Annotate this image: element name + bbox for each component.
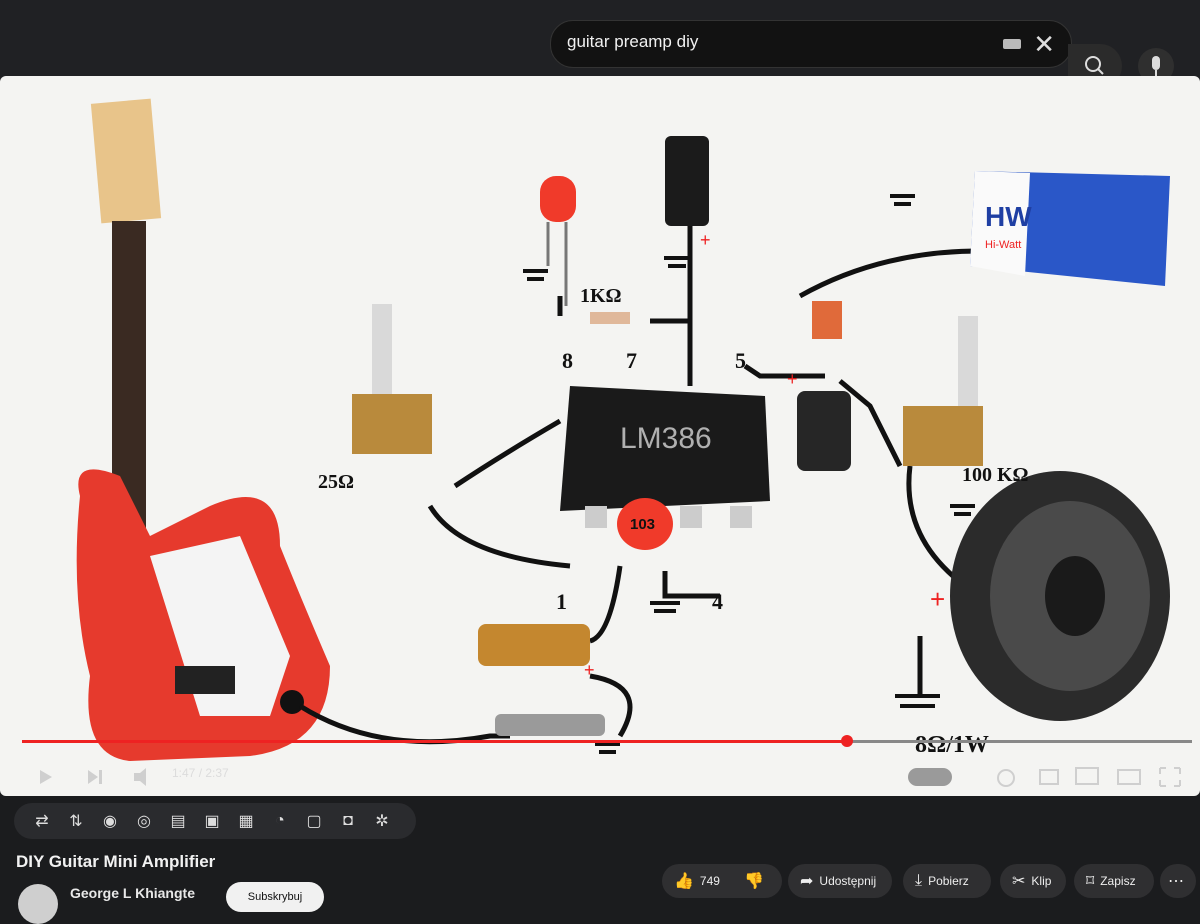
speaker: + xyxy=(930,471,1170,721)
miniplayer-icon[interactable] xyxy=(1039,769,1059,785)
next-icon[interactable] xyxy=(88,770,102,784)
search-icon xyxy=(1085,56,1104,75)
resistor xyxy=(590,312,630,324)
extension-toolbar: ⇄ ⇅ ◉ ◎ ▤ ▣ ▦ ◔ ▢ ◘ ✲ xyxy=(14,803,416,839)
led xyxy=(540,176,576,306)
capacitor-bottom: + xyxy=(478,624,595,680)
toggle-switch xyxy=(812,301,842,339)
svg-text:8: 8 xyxy=(562,348,573,373)
gear-icon[interactable]: ✲ xyxy=(375,813,389,830)
scrubber-handle[interactable] xyxy=(841,735,853,747)
fullscreen-icon[interactable] xyxy=(1159,767,1181,787)
share-icon: ➦ xyxy=(800,873,814,890)
capacitor-top: + xyxy=(665,136,711,250)
more-icon: ⋯ xyxy=(1168,873,1184,890)
lm386-chip: LM386 xyxy=(560,386,770,528)
speaker-box-icon[interactable]: ▢ xyxy=(306,813,322,830)
channel-name[interactable]: George L Khiangte xyxy=(70,885,195,901)
player-controls xyxy=(0,744,1200,796)
video-title: DIY Guitar Mini Amplifier xyxy=(16,852,216,871)
download-icon: ⤓ xyxy=(915,872,923,889)
svg-text:5: 5 xyxy=(735,348,746,373)
more-button[interactable]: ⋯ xyxy=(1160,864,1196,898)
bookmark-icon: ⌑ xyxy=(1086,873,1095,890)
settings-icon[interactable] xyxy=(997,769,1015,787)
scissors-icon: ✂ xyxy=(1012,873,1026,890)
repeat-icon[interactable]: ⇄ xyxy=(35,813,49,830)
thumb-down-icon[interactable]: 👎 xyxy=(743,873,764,890)
save-button[interactable]: ⌑ Zapisz xyxy=(1074,864,1154,898)
svg-text:8Ω/1W: 8Ω/1W xyxy=(915,732,989,758)
ceramic-capacitor: 103 xyxy=(617,498,673,550)
cast-icon[interactable] xyxy=(1117,769,1141,785)
share-button[interactable]: ➦ Udostępnij xyxy=(788,864,892,898)
picture-icon[interactable]: ▣ xyxy=(204,813,220,830)
svg-text:LM386: LM386 xyxy=(620,422,712,455)
clear-icon[interactable]: ✕ xyxy=(1033,29,1055,59)
wires xyxy=(298,226,982,745)
capacitor-right: + xyxy=(787,369,851,471)
subscribe-button[interactable]: Subskrybuj xyxy=(226,882,324,912)
circuit-labels: 8 7 5 1 4 1KΩ 25Ω 100 KΩ 8Ω/1W xyxy=(318,285,1029,758)
battery: HW Hi-Watt xyxy=(970,171,1170,286)
mic-icon xyxy=(1152,56,1160,76)
svg-text:Hi-Watt: Hi-Watt xyxy=(985,239,1021,251)
film-icon[interactable]: ▦ xyxy=(238,813,254,830)
circuit-diagram: + HW Hi-Watt LM386 xyxy=(76,98,1170,761)
svg-text:25Ω: 25Ω xyxy=(318,471,354,493)
clip-button[interactable]: ✂ Klip xyxy=(1000,864,1066,898)
ground-symbols xyxy=(523,194,975,754)
search-input[interactable]: guitar preamp diy xyxy=(567,32,699,51)
sort-icon[interactable]: ⇅ xyxy=(69,813,83,830)
potentiometer-left xyxy=(352,304,432,454)
svg-text:1KΩ: 1KΩ xyxy=(580,285,622,307)
svg-text:100 KΩ: 100 KΩ xyxy=(962,464,1029,486)
audio-jack xyxy=(495,714,605,736)
progress-fill xyxy=(22,740,847,743)
svg-text:+: + xyxy=(930,584,945,614)
svg-text:7: 7 xyxy=(626,348,637,373)
video-player[interactable]: + HW Hi-Watt LM386 xyxy=(0,76,1200,796)
eye-icon[interactable]: ◎ xyxy=(137,813,151,830)
like-button[interactable]: 👍 749 👎 xyxy=(662,864,782,898)
svg-text:+: + xyxy=(700,230,711,250)
theater-icon[interactable] xyxy=(1075,767,1099,785)
cast-icon[interactable]: ◉ xyxy=(103,813,117,830)
svg-text:4: 4 xyxy=(712,589,723,614)
avatar[interactable] xyxy=(18,884,58,924)
svg-text:+: + xyxy=(787,369,798,389)
volume-icon[interactable] xyxy=(134,768,146,786)
time-display: 1:47 / 2:37 xyxy=(172,766,229,780)
clapper-icon[interactable]: ▤ xyxy=(170,813,186,830)
autoplay-toggle[interactable] xyxy=(908,768,952,786)
svg-text:103: 103 xyxy=(630,516,655,533)
svg-text:1: 1 xyxy=(556,589,567,614)
download-button[interactable]: ⤓ Pobierz xyxy=(903,864,991,898)
potentiometer-right xyxy=(903,316,983,466)
svg-text:HW: HW xyxy=(985,201,1032,232)
keyboard-icon[interactable] xyxy=(1003,39,1021,49)
thumb-up-icon: 👍 xyxy=(674,873,694,890)
camera-icon[interactable]: ◘ xyxy=(343,812,353,829)
play-icon[interactable] xyxy=(40,770,52,784)
guitar-image xyxy=(76,98,331,761)
svg-text:+: + xyxy=(584,660,595,680)
search-box[interactable]: guitar preamp diy ✕ xyxy=(550,20,1072,68)
speed-icon[interactable]: ◔ xyxy=(275,812,285,829)
